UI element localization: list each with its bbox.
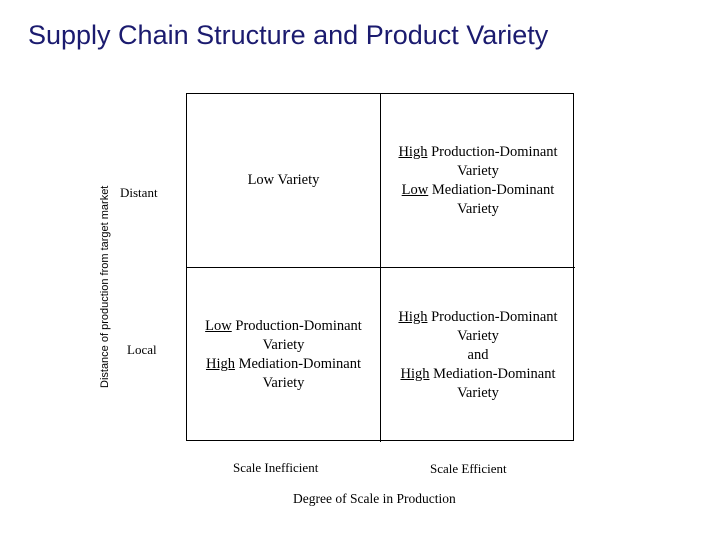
y-axis-label: Distance of production from target marke… [86, 148, 111, 388]
x-axis-tick-scale-inefficient: Scale Inefficient [233, 460, 319, 475]
x-axis-label: Degree of Scale in Production [293, 491, 456, 506]
page-title: Supply Chain Structure and Product Varie… [28, 20, 549, 50]
y-axis-label-text: Distance of production from target marke… [99, 185, 111, 388]
cell-distant-scale-inefficient: Low Variety [187, 94, 381, 268]
x-axis-tick-scale-efficient: Scale Efficient [430, 461, 507, 476]
cell-distant-scale-inefficient-text: Low Variety [247, 172, 320, 188]
row-label-local: Local [127, 342, 157, 357]
row-label-distant: Distant [120, 185, 158, 200]
